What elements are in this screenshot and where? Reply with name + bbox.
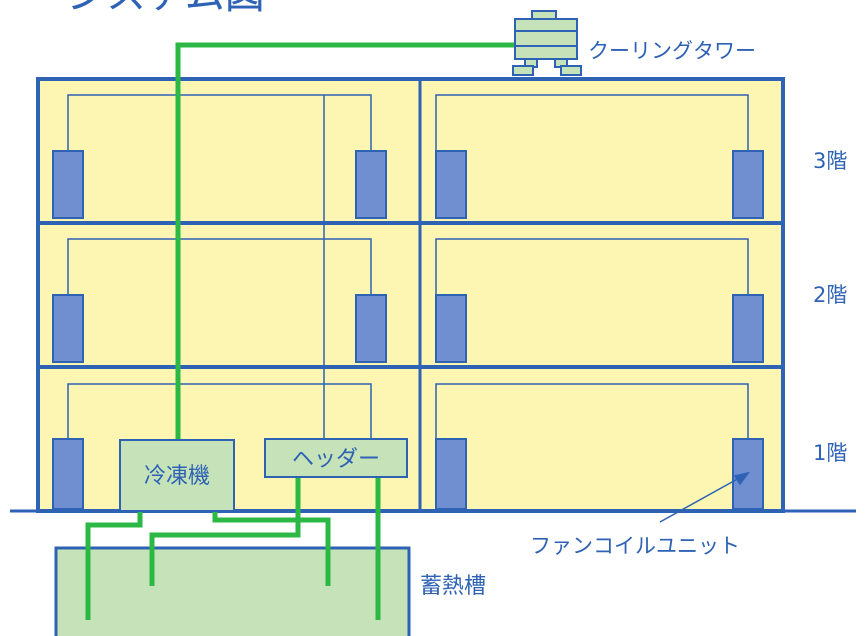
header-label: ヘッダー: [292, 447, 380, 472]
green-pipes: [85, 42, 515, 620]
chiller-label: 冷凍機: [144, 464, 210, 489]
cooling-tower-label: クーリングタワー: [588, 39, 756, 63]
diagram-title: システム図: [66, 0, 265, 18]
fan-coil-unit-1f-1: [52, 438, 84, 510]
floor-label-3: 3階: [813, 149, 847, 173]
storage-tank: [54, 546, 411, 636]
fan-coil-arrow: [659, 471, 750, 523]
fan-coil-unit-2f-1: [52, 294, 84, 363]
fan-coil-unit-3f-3: [435, 150, 467, 219]
floor-label-2: 2階: [813, 283, 847, 307]
fan-coil-unit-3f-1: [52, 150, 84, 219]
fan-coil-unit-2f-3: [435, 294, 467, 363]
header-box: [264, 438, 408, 478]
storage-tank-label: 蓄熱槽: [420, 574, 486, 599]
fan-coil-unit-3f-4: [732, 150, 764, 219]
thin-pipes: [67, 94, 749, 439]
fan-coil-unit-2f-2: [355, 294, 387, 363]
fan-coil-unit-label: ファンコイルユニット: [530, 534, 740, 558]
fan-coil-unit-2f-4: [732, 294, 764, 363]
chiller-box: [119, 439, 235, 512]
fan-coil-unit-3f-2: [355, 150, 387, 219]
cooling-tower-icon: [512, 10, 582, 76]
fan-coil-unit-1f-3: [435, 438, 467, 510]
floor-label-1: 1階: [813, 441, 847, 465]
